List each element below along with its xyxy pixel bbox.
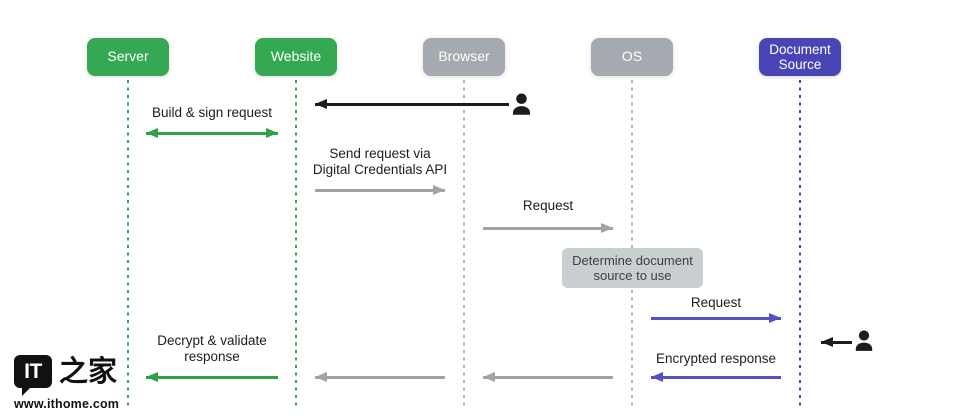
actor-os: OS (591, 38, 673, 76)
arrow-os-to-browser-response (483, 376, 613, 379)
ithome-logo-text: IT (24, 359, 42, 383)
lifeline-os (630, 80, 634, 406)
actor-website: Website (255, 38, 337, 76)
label-send-request-via-api: Send request via Digital Credentials API (312, 146, 448, 177)
label-request-browser-os: Request (522, 198, 574, 213)
label-build-sign-request: Build & sign request (151, 105, 273, 120)
arrow-browser-to-website-response (315, 376, 445, 379)
note-determine-document-source: Determine document source to use (562, 248, 703, 288)
holder-person-icon (851, 329, 877, 360)
arrow-os-to-document-source (651, 317, 781, 320)
lifeline-browser (462, 80, 466, 406)
actor-document-source: Document Source (759, 38, 841, 76)
arrow-user-to-website (315, 103, 509, 106)
lifeline-document-source (798, 80, 802, 406)
arrow-document-source-to-os-response (651, 376, 781, 379)
ithome-url: www.ithome.com (14, 397, 120, 411)
lifeline-server (126, 80, 130, 406)
arrow-holder-to-document-source (821, 341, 852, 344)
arrow-website-to-browser (315, 189, 445, 192)
actor-server: Server (87, 38, 169, 76)
ithome-watermark: IT 之家 www.ithome.com (14, 355, 124, 411)
lifeline-website (294, 80, 298, 406)
arrow-browser-to-os (483, 227, 613, 230)
arrow-website-to-server-response (146, 376, 278, 379)
label-decrypt-validate: Decrypt & validate response (157, 333, 267, 364)
actor-browser: Browser (423, 38, 505, 76)
ithome-logo-icon: IT (14, 355, 52, 396)
label-encrypted-response: Encrypted response (655, 351, 777, 366)
arrow-server-website-bidirectional (146, 132, 278, 135)
label-request-os-source: Request (690, 295, 742, 310)
user-person-icon (508, 92, 535, 124)
ithome-logo-cjk: 之家 (59, 354, 118, 388)
